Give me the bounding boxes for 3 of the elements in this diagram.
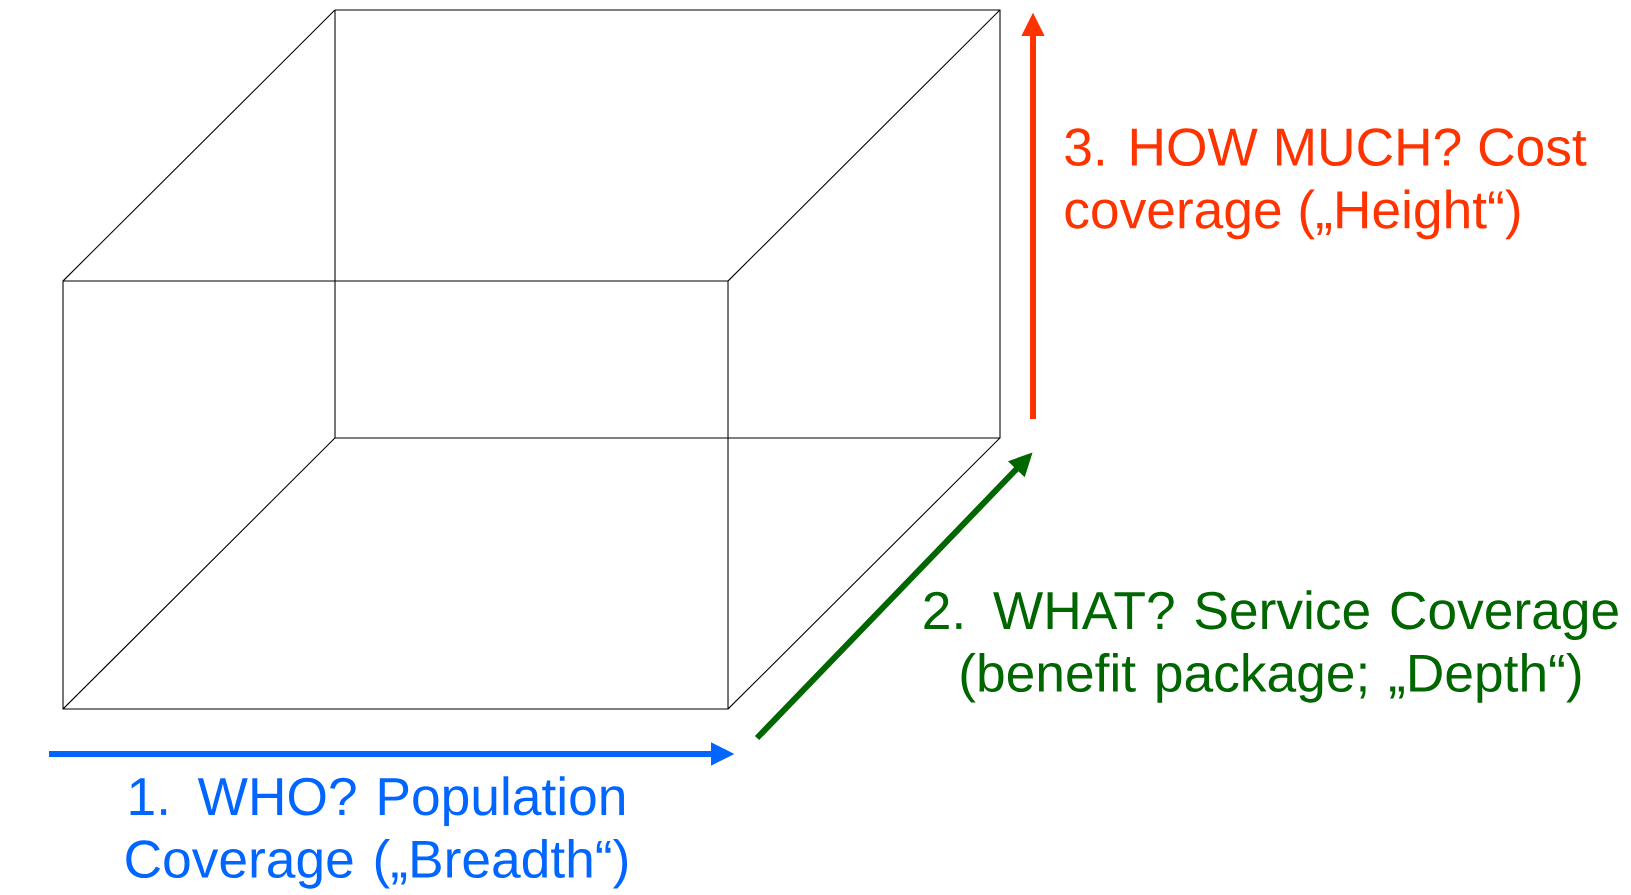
axis-label: 1. WHO? Population Coverage („Breadth“) [126,776,628,889]
axis-label: 3. HOW MUCH? Cost coverage („Height“) [1065,128,1587,240]
axis-label: 2. WHAT? Service Coverage (benefit package; „Depth“) [924,590,1618,703]
